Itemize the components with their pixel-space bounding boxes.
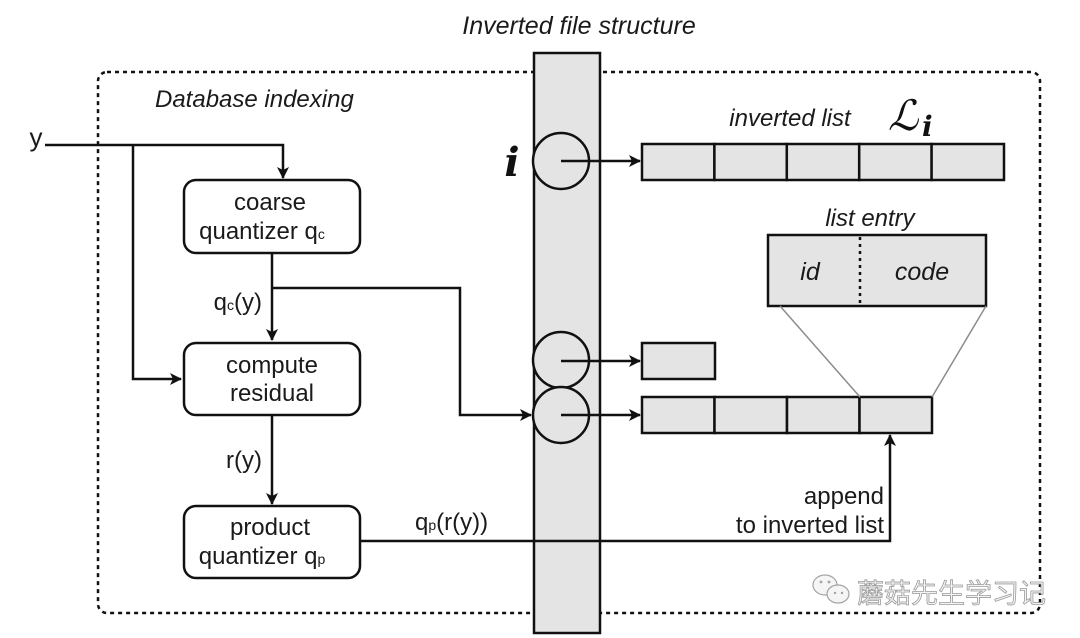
product-quantizer-line2: quantizer qp xyxy=(199,543,326,570)
diagram-title: Inverted file structure xyxy=(462,12,695,40)
list-cell xyxy=(858,395,934,435)
product-quantizer-line1: product xyxy=(230,514,310,541)
inverted-list-target xyxy=(640,395,934,435)
zoom-connector-right xyxy=(931,305,987,398)
inverted-list-symbol: ℒ xyxy=(888,91,919,140)
database-indexing-label: Database indexing xyxy=(155,86,354,113)
list-cell xyxy=(640,341,717,381)
list-entry-label: list entry xyxy=(825,205,916,232)
list-cell xyxy=(930,142,1006,182)
list-entry-code: code xyxy=(895,258,949,286)
list-entry-box xyxy=(766,233,988,308)
compute-residual-line2: residual xyxy=(230,380,314,407)
list-cell xyxy=(857,142,933,182)
list-entry-id: id xyxy=(800,258,821,286)
list-cell xyxy=(785,395,861,435)
list-cell xyxy=(640,395,716,435)
inverted-list-top xyxy=(640,142,1006,182)
zoom-connector-left xyxy=(779,305,861,398)
qp-ry-label: qp(r(y)) xyxy=(415,509,488,536)
compute-residual-line1: compute xyxy=(226,352,318,379)
coarse-to-index-arrow xyxy=(272,286,532,421)
input-to-coarse-arrow xyxy=(45,143,289,179)
input-to-residual-arrow xyxy=(131,145,182,385)
list-cell xyxy=(713,142,789,182)
watermark-text: 蘑菇先生学习记 xyxy=(857,579,1046,610)
inverted-list-short xyxy=(640,341,717,381)
qc-y-label: qc(y) xyxy=(214,289,262,316)
r-y-label: r(y) xyxy=(226,447,262,474)
coarse-quantizer-line2: quantizer qc xyxy=(199,218,325,245)
wechat-icon xyxy=(812,574,850,604)
append-label-line1: append xyxy=(804,483,884,510)
inverted-list-subscript: i xyxy=(922,110,933,143)
list-cell xyxy=(785,142,861,182)
inverted-list-label: inverted list xyxy=(729,105,852,132)
coarse-quantizer-line1: coarse xyxy=(234,189,306,216)
product-to-list-append-arrow xyxy=(360,434,896,543)
input-y-label: y xyxy=(30,122,43,152)
list-cell xyxy=(713,395,789,435)
list-cell xyxy=(640,142,716,182)
index-label-i: i xyxy=(504,139,519,186)
append-label-line2: to inverted list xyxy=(736,512,884,539)
